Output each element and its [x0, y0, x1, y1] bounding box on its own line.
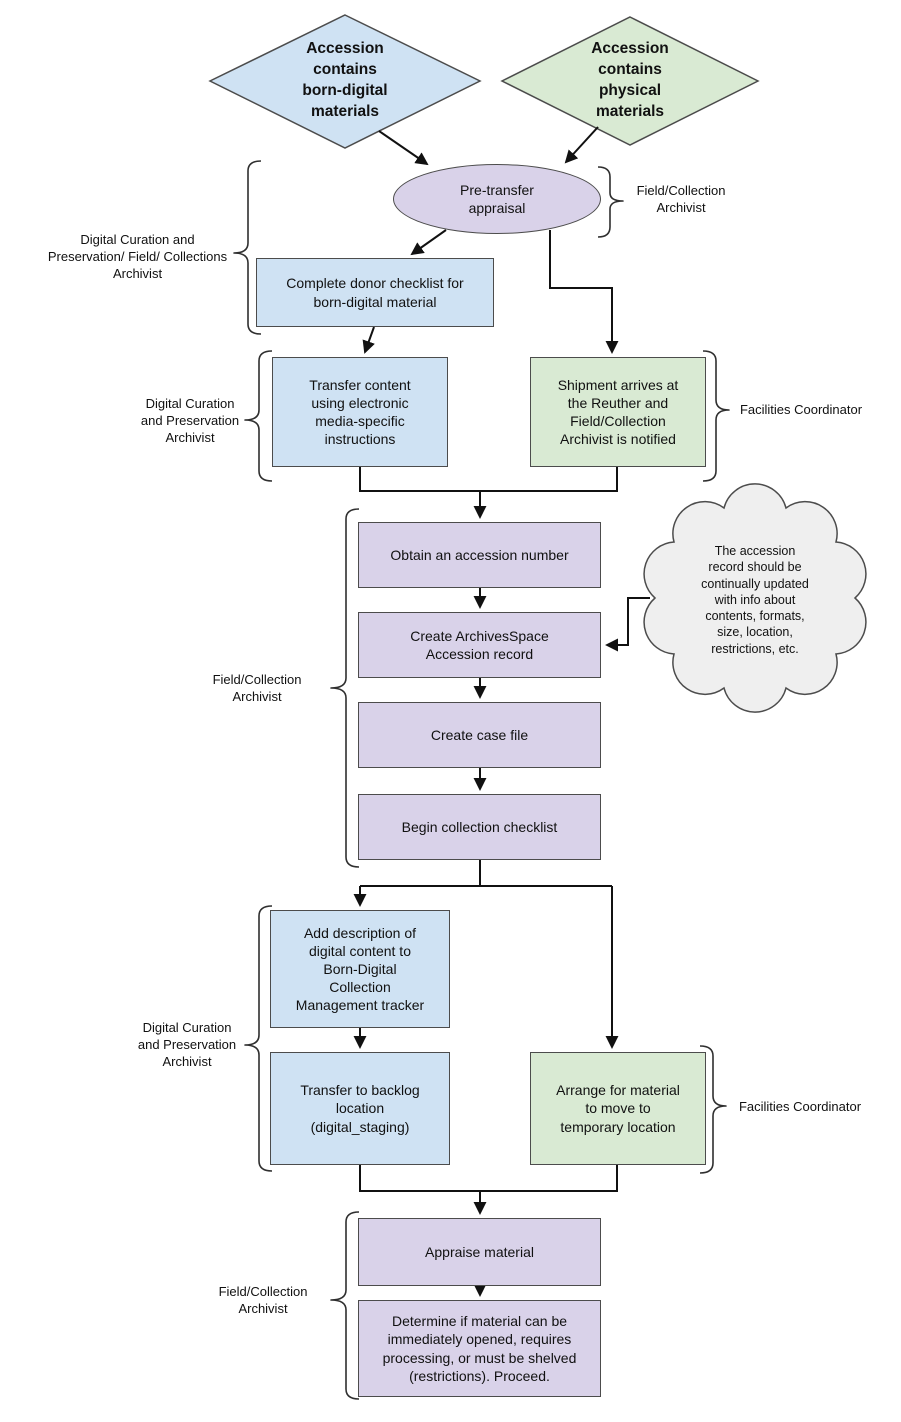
- role-label-facilities-2: Facilities Coordinator: [738, 1099, 862, 1114]
- role-label-field-collection-bottom: Field/Collection Archivist: [218, 1284, 308, 1316]
- connector-merge-bottom: [359, 1165, 618, 1192]
- role-label-dcp-2: Digital Curation and Preservation Archiv…: [137, 1020, 237, 1069]
- brace-field-collection-bottom: [330, 1211, 360, 1400]
- determine-disposition-box: Determine if material can be immediately…: [358, 1300, 601, 1397]
- appraise-material-box: Appraise material: [358, 1218, 601, 1286]
- cloud-note-label: The accession record should be continual…: [701, 544, 809, 656]
- brace-dcp-1: [244, 350, 273, 482]
- arrow-donor-checklist-to-transfer: [362, 326, 375, 354]
- transfer-content-box: Transfer content using electronic media-…: [272, 357, 448, 467]
- role-label-field-collection-top: Field/Collection Archivist: [636, 183, 726, 215]
- pre-transfer-appraisal-ellipse: Pre-transfer appraisal: [393, 164, 601, 234]
- donor-checklist-box: Complete donor checklist for born-digita…: [256, 258, 494, 327]
- connector-split-mid: [360, 860, 612, 887]
- brace-dcp-field-collections: [233, 160, 262, 335]
- cloud-note-shape: [643, 483, 867, 713]
- arrange-material-box: Arrange for material to move to temporar…: [530, 1052, 706, 1165]
- connector-merge-top: [359, 467, 618, 492]
- shipment-arrives-box: Shipment arrives at the Reuther and Fiel…: [530, 357, 706, 467]
- arrow-appraisal-to-shipment: [549, 230, 619, 354]
- role-label-facilities-1: Facilities Coordinator: [739, 402, 863, 417]
- arrow-appraisal-to-donor-checklist: [410, 229, 447, 256]
- arrow-physical-to-appraisal: [564, 126, 599, 164]
- brace-field-collection-top: [597, 166, 624, 238]
- create-case-file-box: Create case file: [358, 702, 601, 768]
- arrow-cloud-to-archivesspace: [605, 597, 650, 652]
- brace-dcp-2: [244, 905, 273, 1172]
- role-label-field-collection-mid: Field/Collection Archivist: [212, 672, 302, 704]
- add-description-box: Add description of digital content to Bo…: [270, 910, 450, 1028]
- begin-collection-checklist-box: Begin collection checklist: [358, 794, 601, 860]
- physical-diamond-label: Accession contains physical materials: [591, 40, 669, 120]
- transfer-backlog-box: Transfer to backlog location (digital_st…: [270, 1052, 450, 1165]
- brace-facilities-1: [702, 350, 730, 482]
- brace-facilities-2: [699, 1045, 727, 1174]
- physical-diamond-shape: [500, 16, 760, 146]
- born-digital-diamond-label: Accession contains born-digital material…: [302, 40, 388, 120]
- arrow-borndigital-to-appraisal: [378, 130, 429, 166]
- role-label-dcp-field-collections: Digital Curation and Preservation/ Field…: [47, 232, 228, 281]
- role-label-dcp-1: Digital Curation and Preservation Archiv…: [140, 396, 240, 445]
- create-archivesspace-record-box: Create ArchivesSpace Accession record: [358, 612, 601, 678]
- brace-field-collection-mid: [330, 508, 360, 868]
- born-digital-diamond-shape: [208, 14, 482, 149]
- obtain-accession-number-box: Obtain an accession number: [358, 522, 601, 588]
